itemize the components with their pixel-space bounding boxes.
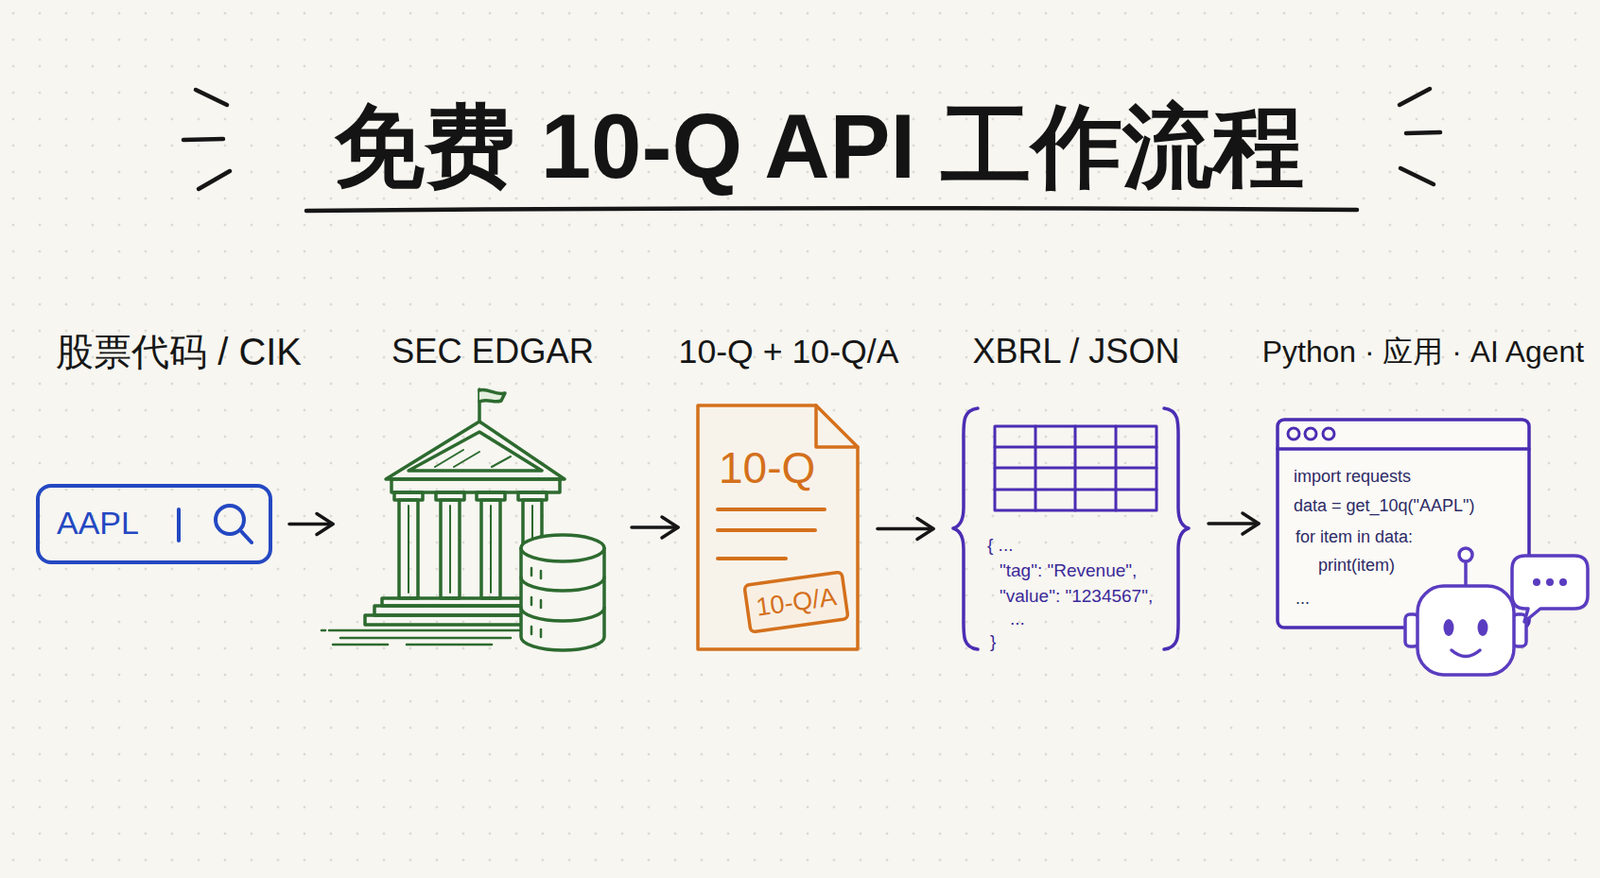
json-data-node: XBRL / JSON{ ..."tag": "Revenue","value"… xyxy=(950,405,1192,653)
arrow-shaft xyxy=(877,527,934,532)
flag xyxy=(479,389,505,402)
arrow-shaft xyxy=(1208,521,1259,526)
column-shaft xyxy=(481,500,501,599)
chat-bubble xyxy=(1512,556,1588,623)
database-top xyxy=(521,535,605,562)
dash-stroke xyxy=(198,171,230,190)
search-strokes xyxy=(37,486,271,563)
column-flute xyxy=(489,505,492,593)
flow-arrow xyxy=(631,517,679,539)
robot-eye xyxy=(1443,619,1455,637)
pediment-hatch xyxy=(434,450,511,468)
arrow-head xyxy=(661,517,679,539)
robot-head xyxy=(1417,586,1514,676)
diagram-title: 免费 10-Q API 工作流程 xyxy=(333,91,1305,201)
sec-building-illustration xyxy=(349,387,615,653)
code-line: data = get_10q("AAPL") xyxy=(1293,496,1475,518)
entablature xyxy=(391,479,560,493)
title-underline xyxy=(306,208,1357,211)
stage-heading: SEC EDGAR xyxy=(391,326,594,378)
window-dot xyxy=(1287,428,1300,440)
column-shaft xyxy=(399,500,418,599)
bubble-dot xyxy=(1532,578,1541,587)
title-dashes xyxy=(183,88,1441,211)
flow-arrow xyxy=(289,514,333,536)
window-dot xyxy=(1322,428,1335,440)
text-cursor xyxy=(176,509,181,541)
search-box: 股票代码 / CIKAAPL xyxy=(35,484,273,565)
json-line: "tag": "Revenue", xyxy=(999,560,1137,583)
document-lines xyxy=(717,509,825,559)
form-label: 10-Q xyxy=(718,442,816,495)
dash-stroke xyxy=(1400,168,1434,185)
column-flute xyxy=(407,505,410,593)
code-window-illustration xyxy=(1275,417,1531,630)
table-grid xyxy=(994,426,1157,511)
code-line: import requests xyxy=(1293,467,1411,488)
window-titlebar xyxy=(1277,447,1530,452)
json-line: { ... xyxy=(987,535,1013,557)
bubble-dot xyxy=(1546,578,1554,587)
filing-document: 10-Q + 10-Q/A10-Q 10-Q/A xyxy=(695,402,861,653)
data-table xyxy=(994,426,1157,511)
bubble-dot xyxy=(1559,578,1567,587)
stage-heading: Python · 应用 · AI Agent xyxy=(1262,326,1584,378)
code-window: Python · 应用 · AI Agentimport requestsdat… xyxy=(1275,417,1531,630)
robot-eye xyxy=(1478,619,1489,637)
dash-stroke xyxy=(183,139,224,140)
dash-stroke xyxy=(1399,88,1430,105)
dash-stroke xyxy=(1406,132,1441,134)
ticker-text: AAPL xyxy=(56,504,140,543)
dash-stroke xyxy=(195,89,227,105)
column-flute xyxy=(449,505,452,593)
stage-heading: 股票代码 / CIK xyxy=(55,326,302,378)
arrow-shaft xyxy=(631,525,679,530)
json-line: } xyxy=(990,631,996,654)
json-line: "value": "1234567", xyxy=(999,586,1153,609)
flow-arrow xyxy=(877,519,934,540)
pediment-inner xyxy=(408,432,542,471)
arrow-shaft xyxy=(289,522,333,527)
right-brace xyxy=(1164,408,1189,650)
json-braces-illustration xyxy=(950,405,1192,653)
arrow-head xyxy=(917,519,934,540)
arrow-head xyxy=(316,514,333,536)
database-marks xyxy=(531,568,541,638)
robot-smile xyxy=(1451,650,1480,658)
code-line: print(item) xyxy=(1318,556,1395,577)
brace-strokes xyxy=(953,408,1189,650)
code-line: for item in data: xyxy=(1295,527,1413,549)
building-strokes xyxy=(321,389,605,651)
column-shaft xyxy=(440,500,460,599)
left-brace xyxy=(953,408,978,650)
robot-strokes xyxy=(1405,548,1588,676)
magnifier-handle xyxy=(240,530,252,543)
document-fold xyxy=(816,405,858,448)
flow-arrow xyxy=(1208,513,1259,535)
search-border xyxy=(37,486,271,563)
window-dot xyxy=(1304,428,1317,440)
sec-edgar-node: SEC EDGAR xyxy=(349,387,615,653)
stage-heading: XBRL / JSON xyxy=(973,326,1181,378)
robot-antenna xyxy=(1463,560,1468,587)
json-line: ... xyxy=(1009,608,1026,631)
arrow-head xyxy=(1242,513,1259,535)
code-line: ... xyxy=(1295,589,1310,610)
document-strokes xyxy=(697,405,858,650)
ground-hatch xyxy=(321,630,521,645)
database-body xyxy=(521,548,605,651)
robot-antenna-ball xyxy=(1459,548,1473,562)
pediment xyxy=(385,421,565,480)
document-page xyxy=(697,405,858,650)
stage-heading: 10-Q + 10-Q/A xyxy=(678,326,900,378)
database-bands xyxy=(521,577,605,622)
